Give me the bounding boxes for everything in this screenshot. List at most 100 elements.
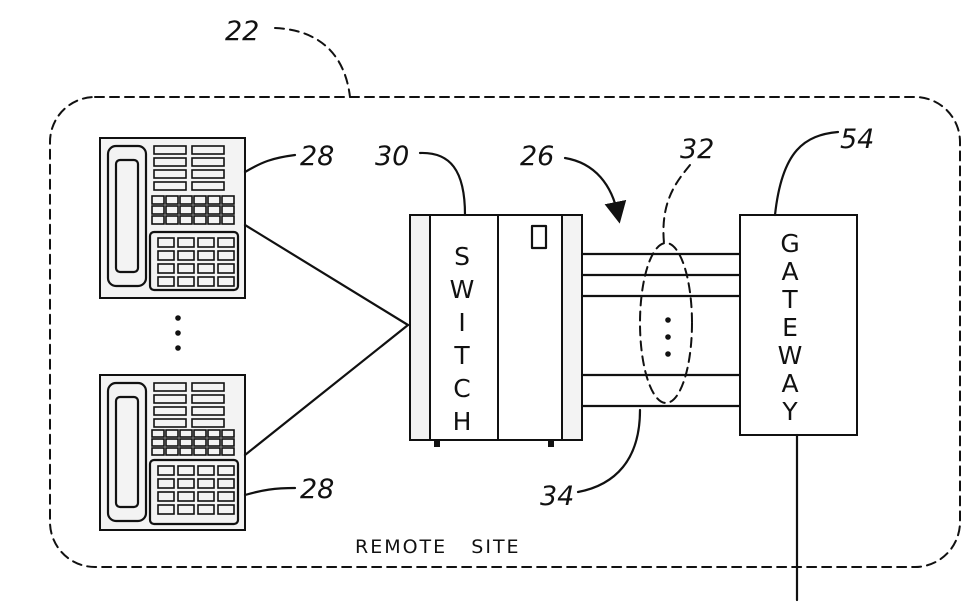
- ref-label-28-bottom: 28: [300, 474, 334, 505]
- phone-key: [177, 465, 195, 476]
- phone-key: [197, 250, 215, 261]
- phone-key: [191, 406, 225, 416]
- phone-key: [157, 250, 175, 261]
- phone-key: [197, 276, 215, 287]
- phone-key: [221, 205, 235, 215]
- phone-key: [207, 447, 221, 456]
- ref-label-30: 30: [375, 141, 409, 172]
- telephone-bottom: [99, 374, 246, 531]
- phone-key: [191, 394, 225, 404]
- trunk-ellipsis: [665, 317, 671, 357]
- phone-key: [179, 215, 193, 225]
- phone-key: [157, 478, 175, 489]
- phone-key: [153, 181, 187, 191]
- telephone-top: [99, 137, 246, 299]
- phone-key: [221, 438, 235, 447]
- phone-key: [193, 195, 207, 205]
- phone-key: [157, 263, 175, 274]
- phone-key: [217, 276, 235, 287]
- trunk-lines: [580, 252, 742, 408]
- phone-key: [177, 263, 195, 274]
- gateway-letter: A: [781, 369, 798, 398]
- phone-line-top: [243, 223, 410, 327]
- leader-28-bottom: [243, 486, 297, 497]
- phone-key: [207, 438, 221, 447]
- phone-key: [191, 181, 225, 191]
- leader-32: [662, 164, 691, 244]
- phone-key: [197, 478, 215, 489]
- phone-key: [191, 418, 225, 428]
- switch-letter: I: [458, 308, 465, 337]
- phone-key: [193, 205, 207, 215]
- phone-key: [165, 429, 179, 438]
- phone-key: [217, 237, 235, 248]
- phone-key: [179, 438, 193, 447]
- ref-label-26: 26: [520, 141, 554, 172]
- phone-key: [153, 157, 187, 167]
- phone-key: [177, 276, 195, 287]
- switch-letter: T: [453, 341, 470, 370]
- phone-key: [217, 263, 235, 274]
- switch-letter: H: [453, 407, 472, 436]
- phone-key: [157, 237, 175, 248]
- phone-key: [177, 237, 195, 248]
- remote-site-label: REMOTE SITE: [355, 536, 521, 558]
- phone-key: [165, 205, 179, 215]
- phone-key: [193, 429, 207, 438]
- switch-letter: W: [450, 275, 475, 304]
- arrow-26: [563, 156, 627, 224]
- telephone-ellipsis: [175, 315, 181, 351]
- phone-key: [165, 438, 179, 447]
- switch-letter: S: [454, 242, 470, 271]
- phone-key: [177, 504, 195, 515]
- ref-label-22: 22: [225, 16, 259, 47]
- leader-54: [773, 130, 840, 217]
- ref-label-28-top: 28: [300, 141, 334, 172]
- gateway-letter: T: [781, 285, 798, 314]
- phone-key: [197, 504, 215, 515]
- phone-key: [179, 195, 193, 205]
- phone-key: [207, 429, 221, 438]
- remote-site-boundary: [49, 96, 961, 568]
- phone-key: [179, 447, 193, 456]
- leader-22: [274, 27, 351, 98]
- phone-key: [207, 195, 221, 205]
- phone-key: [153, 418, 187, 428]
- phone-key: [153, 382, 187, 392]
- gateway-letter: G: [780, 229, 799, 258]
- gateway-letter: E: [782, 313, 798, 342]
- phone-key: [165, 215, 179, 225]
- phone-key: [217, 250, 235, 261]
- gateway-letter: A: [781, 257, 798, 286]
- phone-key: [221, 195, 235, 205]
- phone-key: [151, 215, 165, 225]
- phone-key: [193, 215, 207, 225]
- phone-key: [165, 447, 179, 456]
- phone-key: [221, 447, 235, 456]
- ref-label-34: 34: [540, 481, 574, 512]
- phone-key: [157, 276, 175, 287]
- ref-label-32: 32: [680, 134, 714, 165]
- leader-30: [418, 151, 467, 217]
- gateway-letter: Y: [781, 397, 798, 426]
- phone-key: [153, 169, 187, 179]
- phone-key: [207, 215, 221, 225]
- phone-key: [151, 429, 165, 438]
- gateway-letter: W: [778, 341, 803, 370]
- phone-key: [217, 465, 235, 476]
- phone-key: [197, 491, 215, 502]
- switch-box: [409, 214, 583, 447]
- phone-key: [221, 215, 235, 225]
- phone-key: [157, 504, 175, 515]
- phone-key: [191, 145, 225, 155]
- phone-key: [177, 491, 195, 502]
- phone-key: [221, 429, 235, 438]
- phone-key: [151, 438, 165, 447]
- phone-key: [153, 406, 187, 416]
- phone-key: [197, 263, 215, 274]
- phone-key: [153, 394, 187, 404]
- phone-key: [217, 478, 235, 489]
